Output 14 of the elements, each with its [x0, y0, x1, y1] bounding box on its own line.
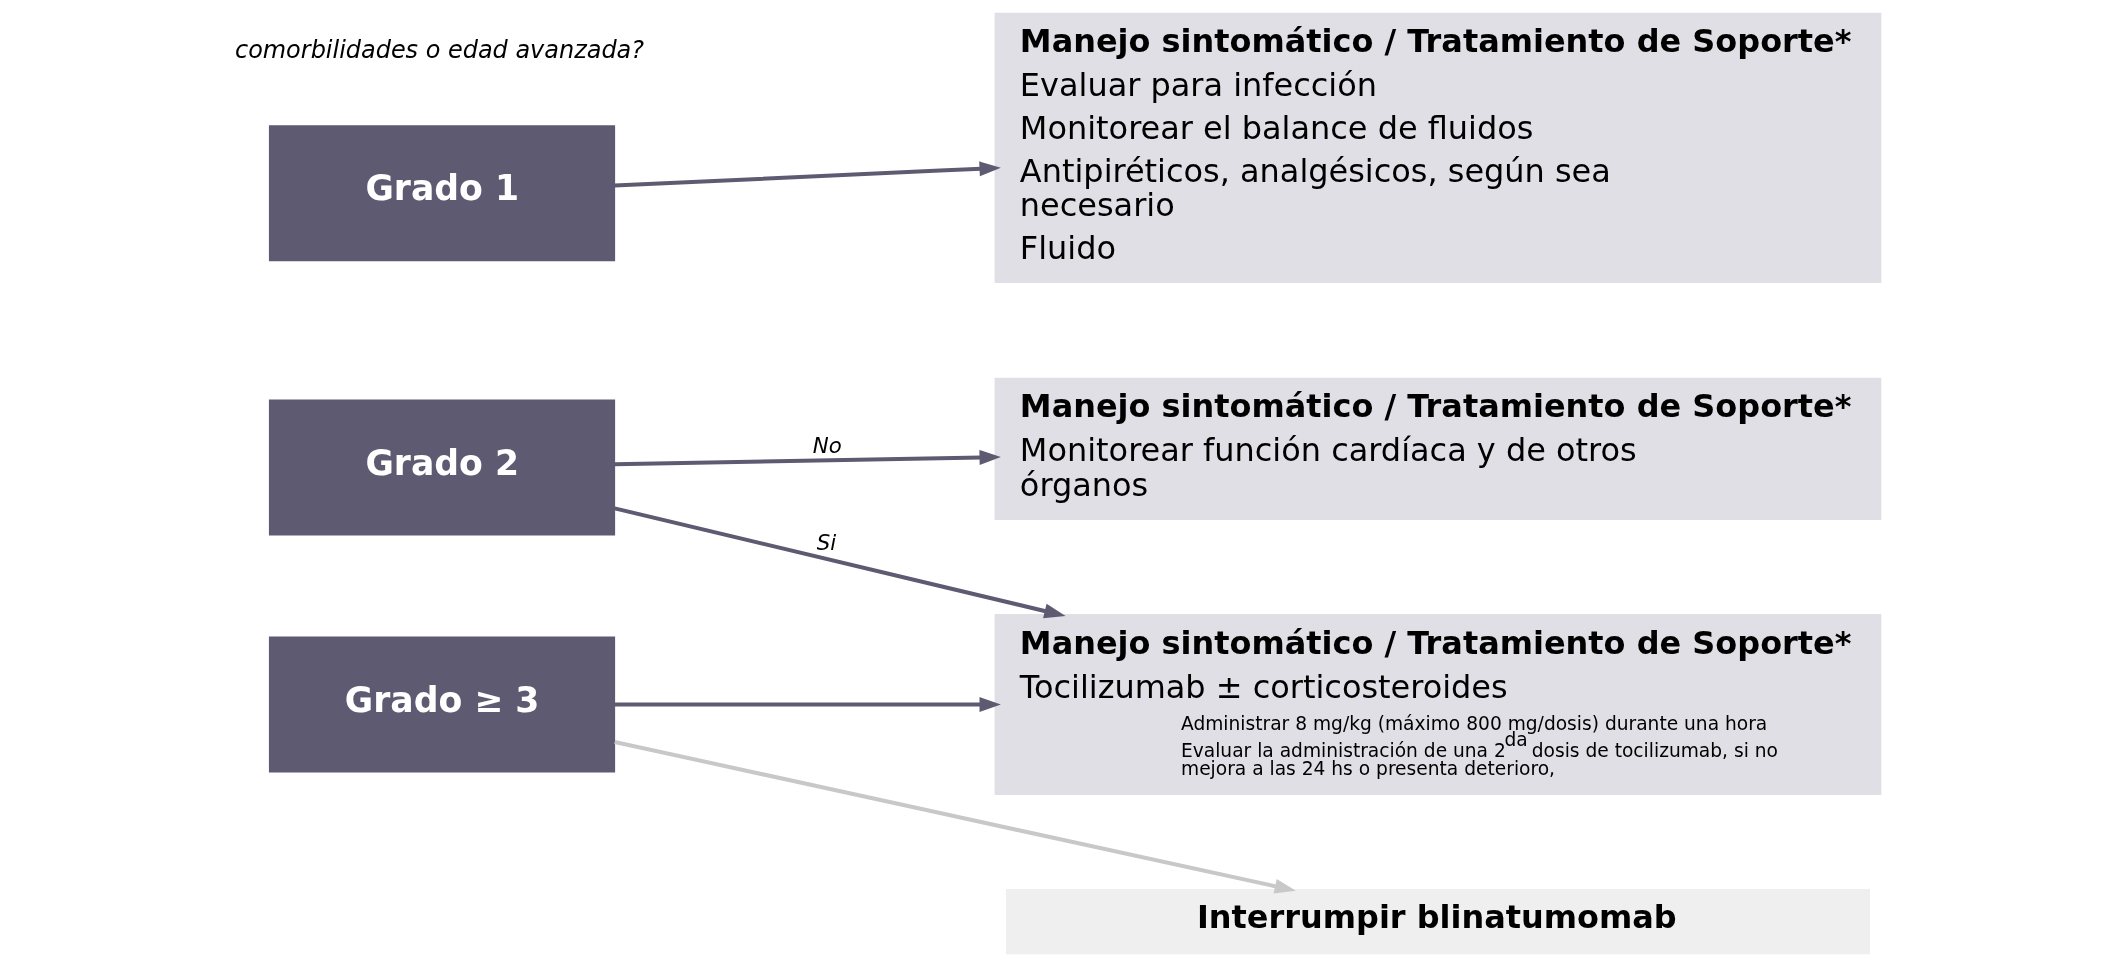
arrow [613, 506, 1066, 619]
arrow [614, 450, 1001, 467]
arrow [613, 740, 1296, 894]
node-box: Grado ≥ 3 [268, 636, 615, 773]
arrow [614, 161, 1001, 188]
node-box: Manejo sintomático / Tratamiento de Soporte* Evaluar para infección Monitorear el balance de fluidos Antipiréticos, analgésicos, según sea necesario Fluido [994, 12, 1881, 284]
node-box: Grado 2 [268, 399, 615, 536]
edge-label: Si [816, 529, 836, 555]
node-box: Interrumpir blinatumomab [1005, 888, 1870, 955]
arrow [614, 697, 1001, 712]
node-box: Manejo sintomático / Tratamiento de Soporte* Monitorear función cardíaca y de otros órganos [994, 377, 1881, 521]
node-box: Grado 1 [268, 125, 615, 262]
label: comorbilidades o edad avanzada? [234, 35, 644, 64]
edge-label: No [812, 432, 842, 458]
